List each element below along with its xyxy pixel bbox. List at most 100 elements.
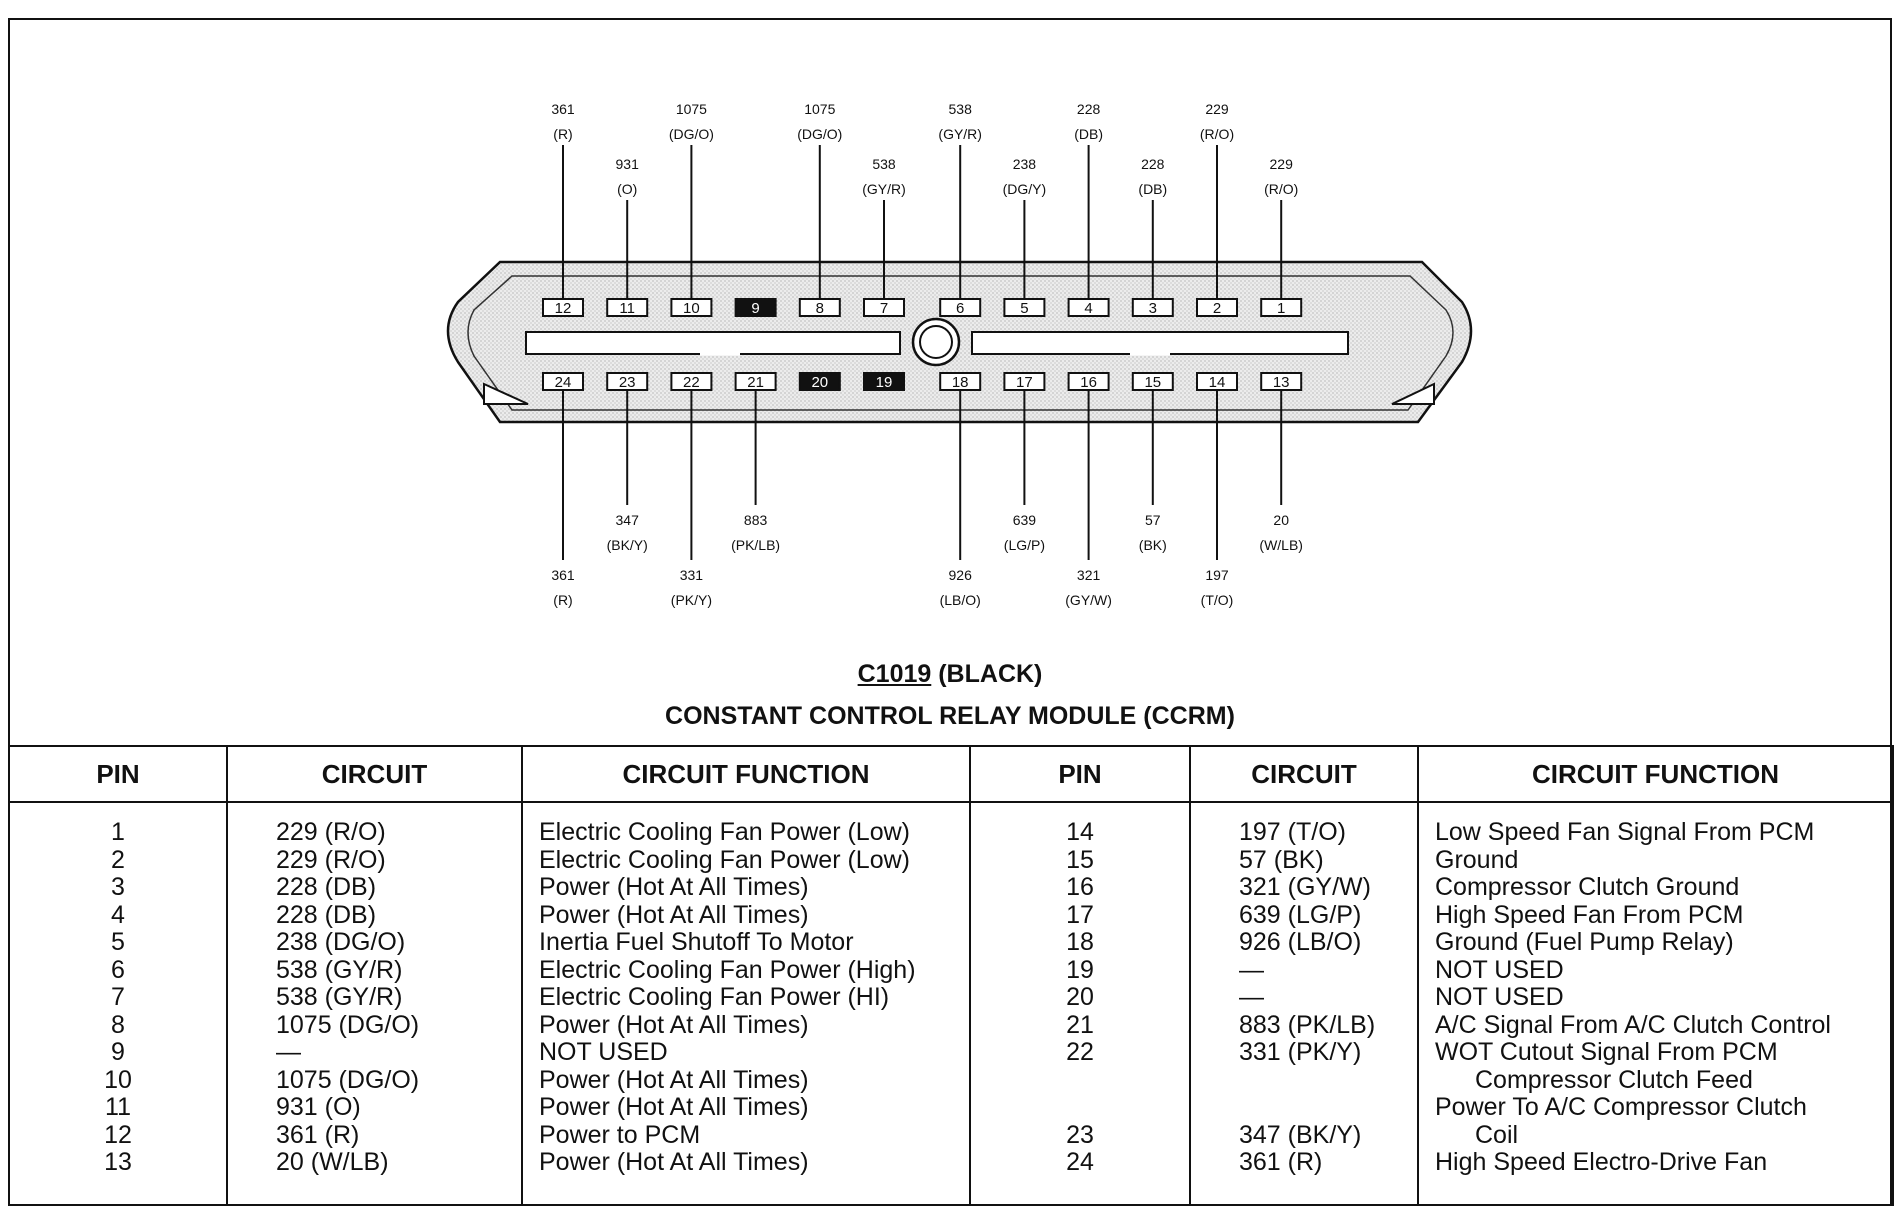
- wire-circuit-label: 331: [680, 567, 704, 583]
- wire-color-label: (W/LB): [1259, 537, 1303, 553]
- module-title: CONSTANT CONTROL RELAY MODULE (CCRM): [665, 702, 1235, 730]
- circuit-code: 347 (BK/Y): [1239, 1120, 1362, 1149]
- wire-color-label: (DG/O): [669, 126, 714, 142]
- wire-color-label: (R): [553, 592, 572, 608]
- circuit-code: 229 (R/O): [276, 818, 386, 846]
- pin-number-label: 8: [816, 300, 824, 317]
- circuit-code: 57 (BK): [1239, 845, 1324, 874]
- wire-circuit-label: 931: [616, 156, 640, 172]
- wire-color-label: (R/O): [1200, 126, 1234, 142]
- wire-color-label: (T/O): [1201, 592, 1234, 608]
- circuit-function: Power to PCM: [539, 1120, 701, 1149]
- pin-number-label: 9: [751, 300, 759, 317]
- pin-number: 6: [111, 955, 125, 984]
- connector-color: (BLACK): [938, 660, 1043, 688]
- wire-circuit-label: 538: [872, 156, 896, 172]
- circuit-code: —: [276, 1038, 301, 1066]
- circuit-code: 538 (GY/R): [276, 955, 403, 984]
- header-pin-right: PIN: [969, 745, 1191, 803]
- keying-slot-right: [971, 331, 1349, 355]
- wire-color-label: (DG/O): [797, 126, 842, 142]
- circuit-function: Ground: [1435, 845, 1519, 874]
- pin-number: 21: [1066, 1010, 1094, 1039]
- circuit-function: Power (Hot At All Times): [539, 873, 809, 901]
- pin-number-label: 3: [1149, 300, 1157, 317]
- latch-right: [1391, 382, 1435, 405]
- circuit-code: 883 (PK/LB): [1239, 1010, 1376, 1039]
- circuit-function-continued: Coil: [1475, 1120, 1519, 1149]
- circuit-function: Inertia Fuel Shutoff To Motor: [539, 928, 854, 956]
- wire-color-label: (BK/Y): [607, 537, 648, 553]
- circuit-code: 321 (GY/W): [1239, 873, 1371, 901]
- circuit-function: NOT USED: [539, 1038, 668, 1066]
- circuit-code: 197 (T/O): [1239, 818, 1346, 846]
- right-circuit-column: 197 (T/O)57 (BK)321 (GY/W)639 (LG/P)926 …: [1189, 802, 1419, 1206]
- pin-number-label: 14: [1209, 374, 1226, 391]
- circuit-function: NOT USED: [1435, 983, 1564, 1011]
- pin-number-label: 20: [811, 374, 828, 391]
- header-pin: PIN: [8, 745, 228, 803]
- wire-circuit-label: 926: [949, 567, 973, 583]
- pin-number-label: 19: [876, 374, 893, 391]
- wire-color-label: (DB): [1074, 126, 1103, 142]
- pin-number-label: 11: [619, 300, 635, 317]
- pin-22: 22 331 (PK/Y): [670, 372, 713, 608]
- keying-slot-left: [525, 331, 901, 355]
- circuit-code: 1075 (DG/O): [276, 1010, 420, 1039]
- circuit-function: Power (Hot At All Times): [539, 1010, 809, 1039]
- wire-color-label: (GY/R): [862, 181, 906, 197]
- pin-number-label: 17: [1016, 374, 1033, 391]
- left-function-column: Electric Cooling Fan Power (Low)Electric…: [521, 802, 971, 1206]
- pin-number: 18: [1066, 928, 1094, 956]
- circuit-code: 229 (R/O): [276, 845, 386, 874]
- pin-number: 23: [1066, 1120, 1094, 1149]
- circuit-code: 639 (LG/P): [1239, 900, 1362, 929]
- circuit-code: 361 (R): [1239, 1148, 1323, 1176]
- circuit-code: 228 (DB): [276, 873, 377, 901]
- pin-number-label: 4: [1084, 300, 1092, 317]
- pin-number-label: 22: [683, 374, 700, 391]
- pin-number: 15: [1066, 845, 1094, 874]
- wire-color-label: (PK/LB): [731, 537, 780, 553]
- connector-id: C1019: [857, 660, 932, 688]
- circuit-function: High Speed Electro-Drive Fan: [1435, 1148, 1768, 1176]
- wire-color-label: (DB): [1138, 181, 1167, 197]
- wire-circuit-label: 229: [1270, 156, 1294, 172]
- wire-circuit-label: 347: [616, 512, 640, 528]
- pin-number: 12: [104, 1120, 132, 1149]
- wire-color-label: (R/O): [1264, 181, 1298, 197]
- wire-circuit-label: 238: [1013, 156, 1037, 172]
- pin-number: 13: [104, 1148, 132, 1176]
- wire-color-label: (PK/Y): [671, 592, 712, 608]
- circuit-function: WOT Cutout Signal From PCM: [1435, 1038, 1778, 1066]
- latch-left: [483, 382, 529, 405]
- header-circuit-function: CIRCUIT FUNCTION: [521, 745, 971, 803]
- wire-color-label: (LB/O): [940, 592, 981, 608]
- wire-color-label: (O): [617, 181, 637, 197]
- pin-number: 3: [111, 873, 125, 901]
- pin-number-label: 21: [747, 374, 764, 391]
- pin-number: 5: [111, 928, 125, 956]
- circuit-function-continued: Compressor Clutch Feed: [1475, 1065, 1753, 1094]
- wire-circuit-label: 229: [1205, 101, 1229, 117]
- circuit-code: —: [1239, 983, 1264, 1011]
- circuit-function: Power (Hot At All Times): [539, 1148, 809, 1176]
- circuit-function: Power (Hot At All Times): [539, 1093, 809, 1121]
- circuit-function: Electric Cooling Fan Power (Low): [539, 818, 910, 846]
- pin-number-label: 5: [1020, 300, 1028, 317]
- pin-table: PIN CIRCUIT CIRCUIT FUNCTION PIN CIRCUIT…: [8, 745, 1894, 1206]
- pin-number-label: 23: [619, 374, 636, 391]
- circuit-code: 228 (DB): [276, 900, 377, 929]
- wire-circuit-label: 1075: [676, 101, 707, 117]
